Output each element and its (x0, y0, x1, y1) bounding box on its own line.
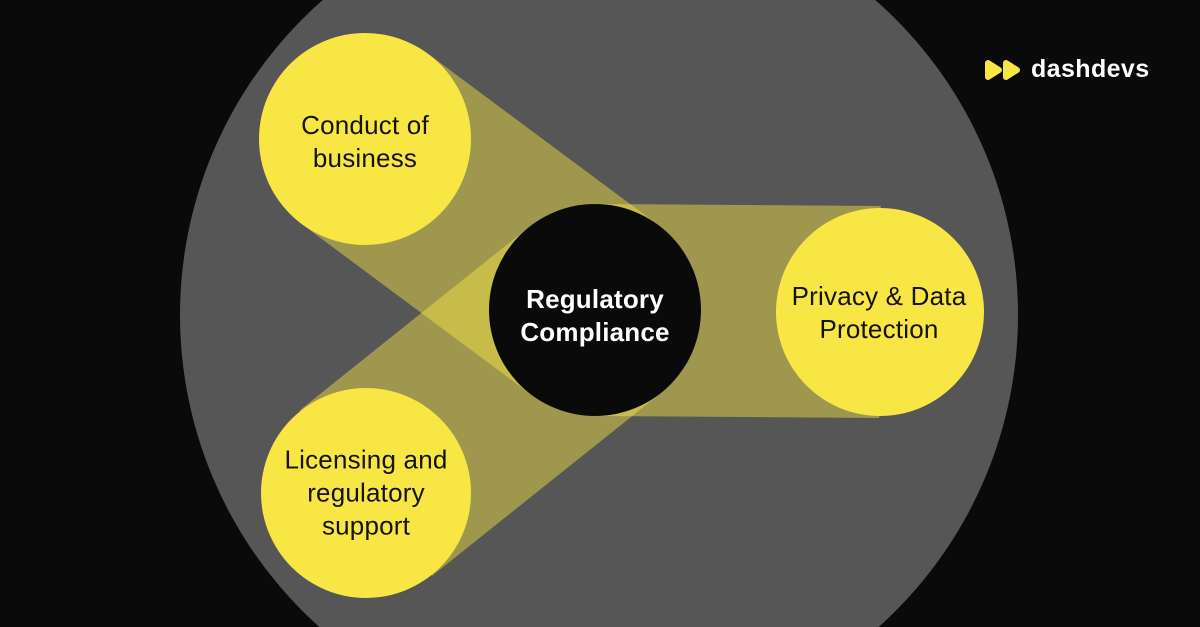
node-label-privacy: Privacy & Data Protection (791, 281, 967, 344)
center-label: Regulatory Compliance (520, 284, 670, 347)
double-play-icon (985, 59, 1020, 80)
node-circle-privacy (776, 208, 984, 416)
logo: dashdevs (984, 57, 1150, 82)
node-circle-licensing (261, 388, 471, 598)
logo-text: dashdevs (1031, 55, 1150, 83)
node-circle-conduct (259, 33, 471, 245)
node-label-licensing: Licensing and regulatory support (284, 444, 448, 541)
node-label-conduct: Conduct of business (301, 110, 429, 173)
center-circle (489, 204, 701, 416)
